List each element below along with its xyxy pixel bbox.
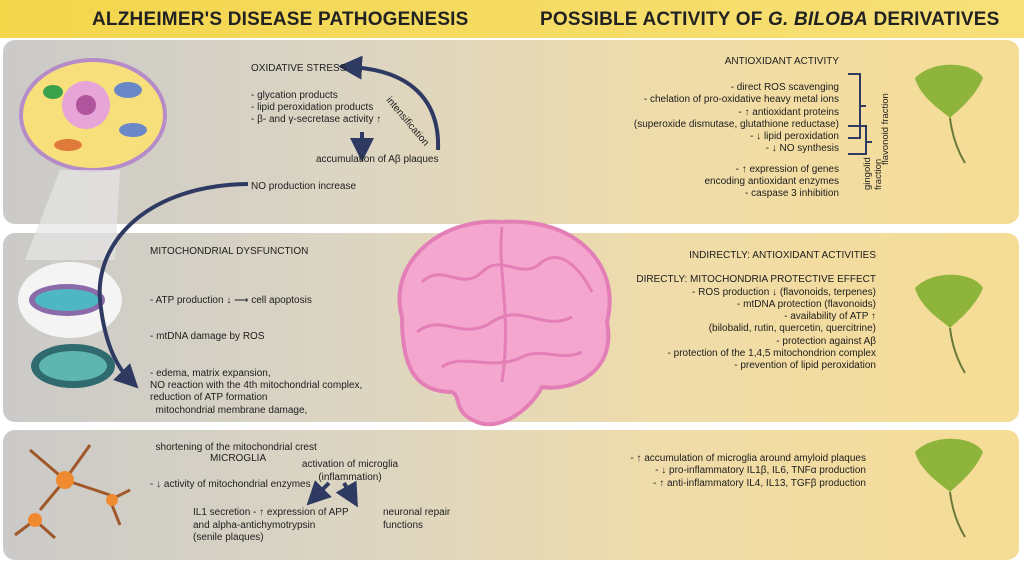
oxidative-stress-item: - β- and γ-secretase activity ↑ xyxy=(251,114,382,125)
magnifier-cone xyxy=(25,170,120,260)
right-title: POSSIBLE ACTIVITY OF G. BILOBA DERIVATIV… xyxy=(540,9,1000,30)
cell-illustration xyxy=(19,58,167,172)
ginkgo-leaf-icon xyxy=(915,64,983,164)
list-item: - mtDNA damage by ROS xyxy=(150,331,265,343)
list-item: encoding antioxidant enzymes xyxy=(704,176,839,188)
list-item: - chelation of pro-oxidative heavy metal… xyxy=(643,94,839,106)
oxidative-stress-heading: OXIDATIVE STRESS xyxy=(251,63,347,74)
list-item: - mtDNA protection (flavonoids) xyxy=(737,298,876,310)
list-item: - ↑ accumulation of microglia around amy… xyxy=(630,453,866,464)
mito-dysfunction-heading: MITOCHONDRIAL DYSFUNCTION xyxy=(150,246,309,257)
list-item: - ↓ pro-inflammatory IL1β, IL6, TNFα pro… xyxy=(655,465,866,477)
list-item: (bilobalid, rutin, quercetin, quercitrin… xyxy=(708,323,876,335)
no-reaction-text: NO reaction with the 4th mitochondrial c… xyxy=(150,380,363,391)
mito-dysfunction-list: - ATP production ↓ ⟶ cell apoptosis - mt… xyxy=(150,270,317,504)
direct-heading: DIRECTLY: MITOCHONDRIA PROTECTIVE EFFECT xyxy=(636,274,876,286)
panel-microglia xyxy=(3,430,1019,560)
activation-line: activation of microglia xyxy=(301,459,399,470)
result-line: functions xyxy=(383,519,424,531)
ginkgo-leaf-icon xyxy=(915,274,983,374)
no-production-text: NO production increase xyxy=(251,181,357,192)
list-item: - direct ROS scavenging xyxy=(730,82,839,93)
list-item: - ↓ NO synthesis xyxy=(765,143,839,155)
mito-protective-list: INDIRECTLY: ANTIOXIDANT ACTIVITIES DIREC… xyxy=(636,250,876,373)
antioxidant-list: - direct ROS scavenging - chelation of p… xyxy=(634,82,839,201)
header-band: ALZHEIMER'S DISEASE PATHOGENESIS POSSIBL… xyxy=(0,0,1024,38)
list-item: - protection against Aβ xyxy=(776,335,876,347)
gingolid-fraction-label: gingolid fraction xyxy=(862,157,884,190)
list-item: - ↓ lipid peroxidation xyxy=(750,131,839,143)
activation-line: (inflammation) xyxy=(318,471,382,483)
abeta-accumulation: accumulation of Aβ plaques xyxy=(316,154,439,165)
brain-illustration xyxy=(397,219,612,427)
indirect-heading: INDIRECTLY: ANTIOXIDANT ACTIVITIES xyxy=(689,250,876,261)
list-item: - ↑ anti-inflammatory IL4, IL13, TGFβ pr… xyxy=(653,477,866,489)
result-line: (senile plaques) xyxy=(193,532,264,543)
list-item: - ATP production ↓ ⟶ cell apoptosis xyxy=(150,294,312,306)
left-title: ALZHEIMER'S DISEASE PATHOGENESIS xyxy=(92,9,469,30)
list-item: mitochondrial membrane damage, xyxy=(150,405,308,417)
result-line: neuronal repair xyxy=(383,507,451,518)
list-item: - availability of ATP ↑ xyxy=(784,311,876,323)
microglia-heading: MICROGLIA xyxy=(210,453,267,464)
list-item: - ↑ antioxidant proteins xyxy=(738,106,839,118)
list-item: shortening of the mitochondrial crest xyxy=(150,442,317,454)
list-item: - ROS production ↓ (flavonoids, terpenes… xyxy=(692,286,876,298)
oxidative-stress-item: - glycation products xyxy=(251,90,338,101)
list-item: - protection of the 1,4,5 mitochondrion … xyxy=(667,348,876,360)
microglia-effects-list: - ↑ accumulation of microglia around amy… xyxy=(630,453,866,490)
microglia-neurons-illustration xyxy=(14,444,131,540)
list-item: - edema, matrix expansion, xyxy=(150,368,271,380)
oxidative-stress-item: - lipid peroxidation products xyxy=(251,102,374,113)
list-item: - caspase 3 inhibition xyxy=(745,188,839,200)
mitochondrion-cross-section xyxy=(18,262,122,338)
mitochondrion-illustration xyxy=(31,344,115,388)
list-item: - ↑ expression of genes xyxy=(735,163,839,175)
result-line: IL1 secretion - ↑ expression of APP xyxy=(193,507,349,518)
result-line: and alpha-antichymotrypsin xyxy=(193,519,316,531)
list-item: - ↓ activity of mitochondrial enzymes xyxy=(150,479,311,491)
antioxidant-heading: ANTIOXIDANT ACTIVITY xyxy=(724,56,839,67)
panel-oxidative-stress xyxy=(3,40,1019,224)
ginkgo-leaf-icon xyxy=(915,438,983,538)
list-item: - prevention of lipid peroxidation xyxy=(734,360,876,372)
activation-text: activation of microglia(inflammation) xyxy=(300,459,400,484)
no-reaction-text: reduction of ATP formation xyxy=(150,392,268,403)
list-item: (superoxide dismutase, glutathione reduc… xyxy=(633,118,839,130)
